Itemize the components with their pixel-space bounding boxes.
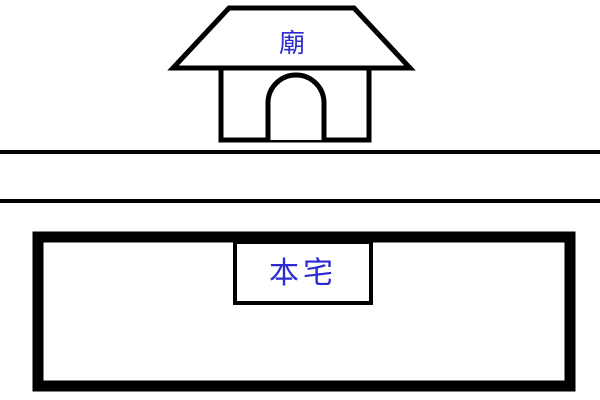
house-building bbox=[233, 240, 373, 305]
temple-door bbox=[265, 72, 327, 140]
house-label: 本宅 bbox=[269, 256, 337, 291]
temple-label: 廟 bbox=[279, 29, 305, 59]
road bbox=[0, 150, 600, 203]
temple: 廟 bbox=[167, 5, 416, 143]
house-compound: 本宅 bbox=[32, 231, 576, 392]
